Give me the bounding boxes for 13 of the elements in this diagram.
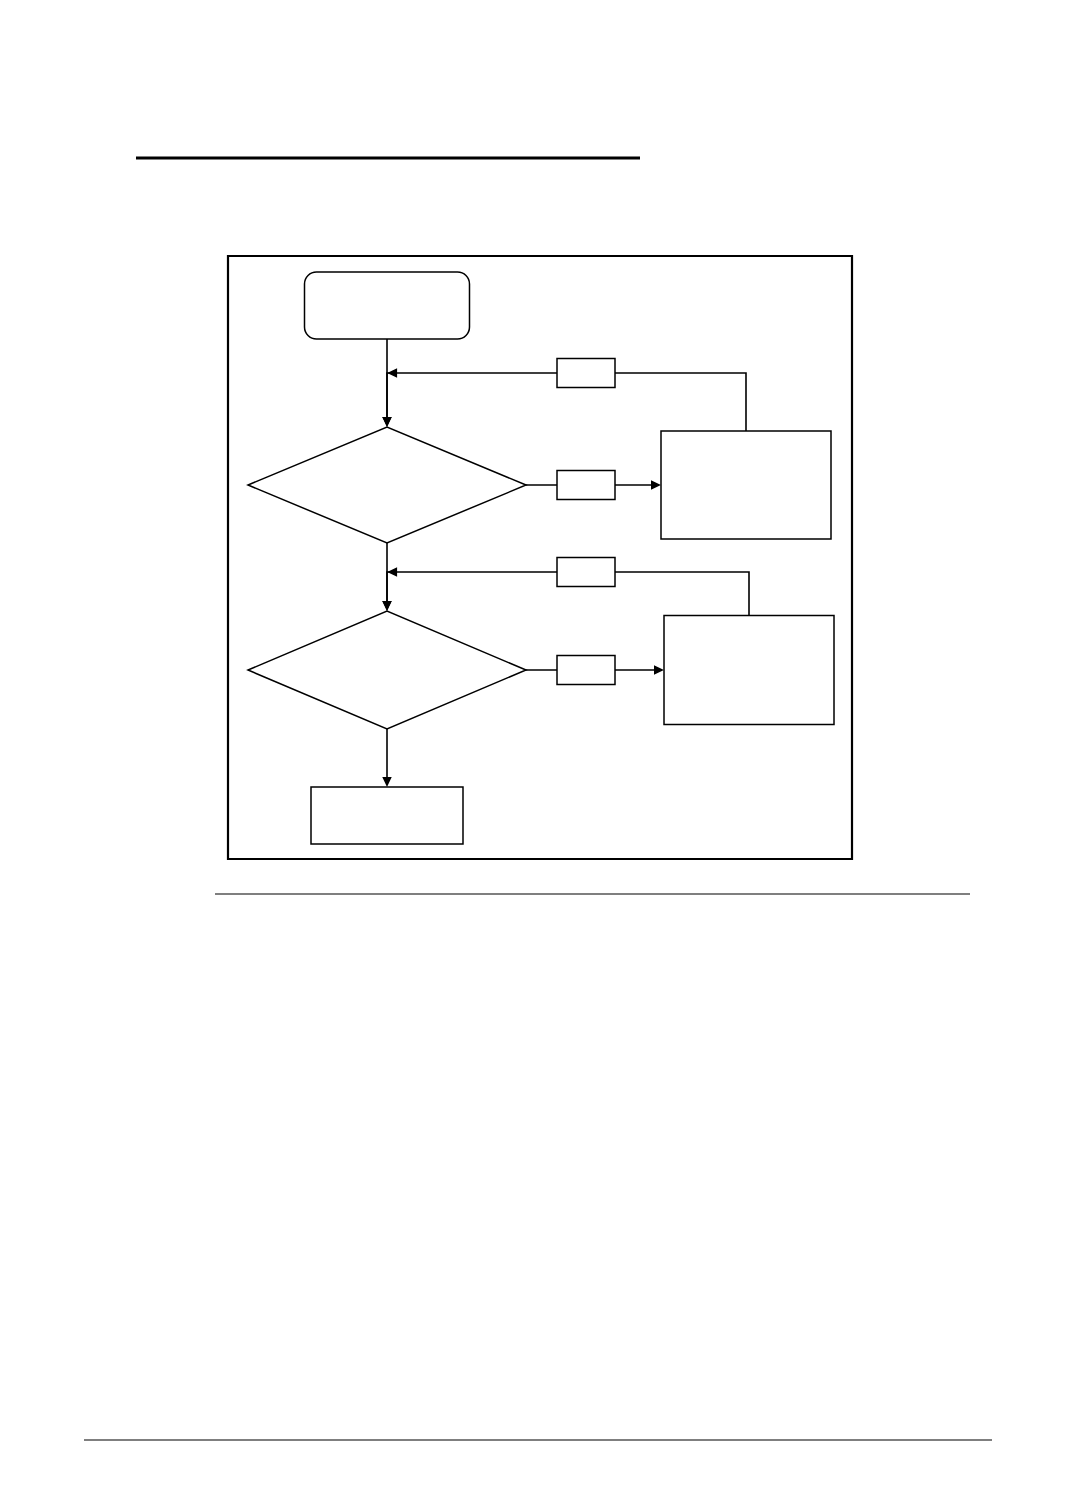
label-box (556, 357, 616, 389)
connector-line (525, 484, 558, 486)
label-box (556, 654, 616, 686)
terminal-box (303, 271, 471, 340)
diagram-frame (226, 254, 854, 861)
connector-line (525, 669, 558, 671)
connector-line (614, 571, 750, 617)
process-box (663, 614, 835, 726)
process-box (310, 786, 464, 845)
label-box (556, 556, 616, 588)
process-box (660, 430, 832, 540)
label-box (556, 469, 616, 501)
connector-line (614, 372, 747, 432)
